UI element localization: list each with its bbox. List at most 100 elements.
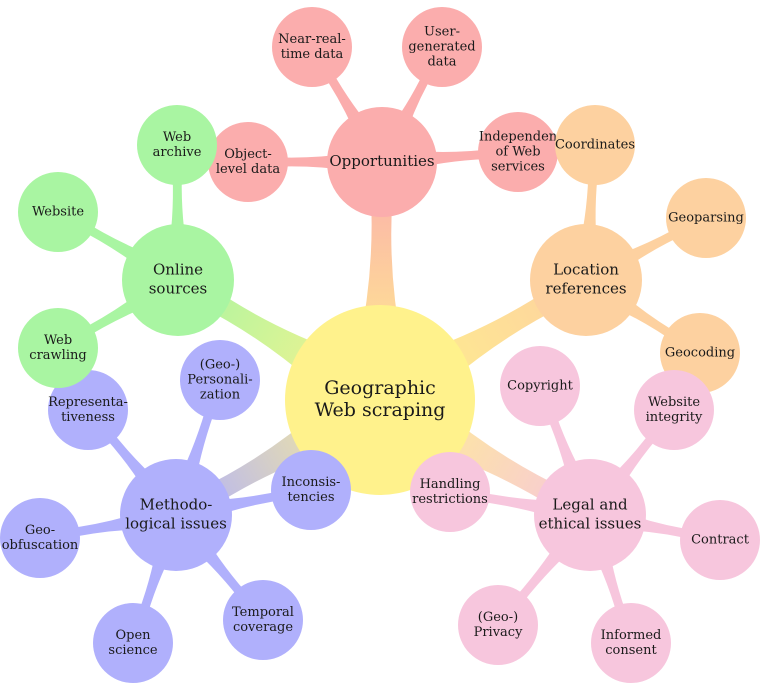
category-opportunities: Opportunities [327,107,437,217]
leaf-geo-obfuscation-label: Geo- [25,523,55,538]
leaf-handling-restrictions-label: Handling [420,477,481,492]
leaf-near-real-time-data: Near-real-time data [272,7,352,87]
leaf-user-generated-data-bubble [402,7,482,87]
category-methodological-label: logical issues [125,515,227,533]
leaf-website-integrity-label: Website [648,395,700,410]
leaf-geo-personalization-label: zation [200,388,241,403]
leaf-open-science-bubble [93,603,173,683]
leaf-geo-privacy-label: Privacy [474,625,523,640]
category-online-label: sources [149,280,208,298]
leaf-inconsistencies-label: Inconsis- [282,475,341,490]
category-online-bubble [122,224,234,336]
leaf-temporal-coverage-bubble [223,580,303,660]
leaf-near-real-time-data-label: Near-real- [278,32,346,47]
leaf-contract-label: Contract [691,533,750,548]
central-topic-label: Web scraping [315,399,446,421]
leaf-geo-personalization: (Geo-)Personali-zation [180,340,260,420]
leaf-independence-of-web-services-label: of Web [495,145,540,160]
leaf-informed-consent-bubble [591,603,671,683]
leaf-user-generated-data-label: User- [424,25,460,40]
leaf-geoparsing-bubble [666,178,746,258]
leaf-geo-obfuscation: Geo-obfuscation [0,498,80,578]
leaf-open-science-label: science [108,643,157,658]
leaf-independence-of-web-services-label: services [491,160,545,175]
category-online-label: Online [153,261,203,279]
leaf-coordinates-bubble [555,105,635,185]
category-location-label: Location [553,261,619,279]
leaf-near-real-time-data-bubble [272,7,352,87]
leaf-copyright: Copyright [500,346,580,426]
leaf-geo-privacy-label: (Geo-) [478,610,518,625]
leaf-copyright-bubble [500,346,580,426]
leaf-object-level-data-label: Object- [224,147,272,162]
leaf-geo-privacy-bubble [458,585,538,665]
leaf-object-level-data: Object-level data [208,122,288,202]
leaf-web-archive-label: archive [153,145,202,160]
leaf-inconsistencies-label: tencies [287,490,334,505]
category-legal-label: ethical issues [539,515,642,533]
leaf-copyright-label: Copyright [507,379,574,394]
leaf-geo-personalization-bubble [180,340,260,420]
leaf-representativeness-bubble [48,370,128,450]
leaf-handling-restrictions-bubble [410,452,490,532]
leaf-representativeness: Representa-tiveness [48,370,128,450]
leaf-handling-restrictions-label: restrictions [412,492,488,507]
leaf-user-generated-data-label: data [427,55,456,70]
leaf-independence-of-web-services-label: Independen [479,130,558,145]
leaf-geo-obfuscation-label: obfuscation [2,538,79,553]
leaf-geo-privacy: (Geo-)Privacy [458,585,538,665]
leaf-web-crawling-bubble [18,308,98,388]
leaf-geoparsing-label: Geoparsing [668,211,744,226]
category-methodological-bubble [120,459,232,571]
category-methodological: Methodo-logical issues [120,459,232,571]
category-location-label: references [545,280,626,298]
leaf-object-level-data-bubble [208,122,288,202]
leaf-geo-personalization-label: Personali- [187,373,252,388]
leaf-contract: Contract [680,500,760,580]
leaf-coordinates: Coordinates [555,105,635,185]
leaf-informed-consent-label: Informed [601,628,662,643]
leaf-web-crawling-label: crawling [29,348,86,363]
leaf-contract-bubble [680,500,760,580]
leaf-geoparsing: Geoparsing [666,178,746,258]
leaf-representativeness-label: Representa- [48,395,128,410]
leaf-geo-obfuscation-bubble [0,498,80,578]
category-methodological-label: Methodo- [140,496,213,514]
leaf-object-level-data-label: level data [216,162,280,177]
leaf-website-bubble [18,172,98,252]
leaf-inconsistencies-bubble [271,450,351,530]
leaf-temporal-coverage-label: Temporal [232,605,294,620]
leaf-independence-of-web-services-bubble [478,112,558,192]
leaf-open-science-label: Open [115,628,151,643]
leaf-user-generated-data-label: generated [408,40,475,55]
leaf-inconsistencies: Inconsis-tencies [271,450,351,530]
category-opportunities-label: Opportunities [329,152,434,170]
leaf-geo-personalization-label: (Geo-) [200,358,240,373]
leaf-web-archive-bubble [137,105,217,185]
leaf-web-crawling-label: Web [44,333,72,348]
category-location-bubble [530,224,642,336]
central-topic-label: Geographic [324,377,436,399]
leaf-coordinates-label: Coordinates [555,138,635,153]
category-opportunities-bubble [327,107,437,217]
leaf-informed-consent-label: consent [605,643,657,658]
central-topic-bubble [285,305,475,495]
leaf-website-integrity-label: integrity [646,410,703,425]
leaf-representativeness-label: tiveness [61,410,115,425]
leaf-near-real-time-data-label: time data [281,47,344,62]
leaf-website-label: Website [32,205,84,220]
